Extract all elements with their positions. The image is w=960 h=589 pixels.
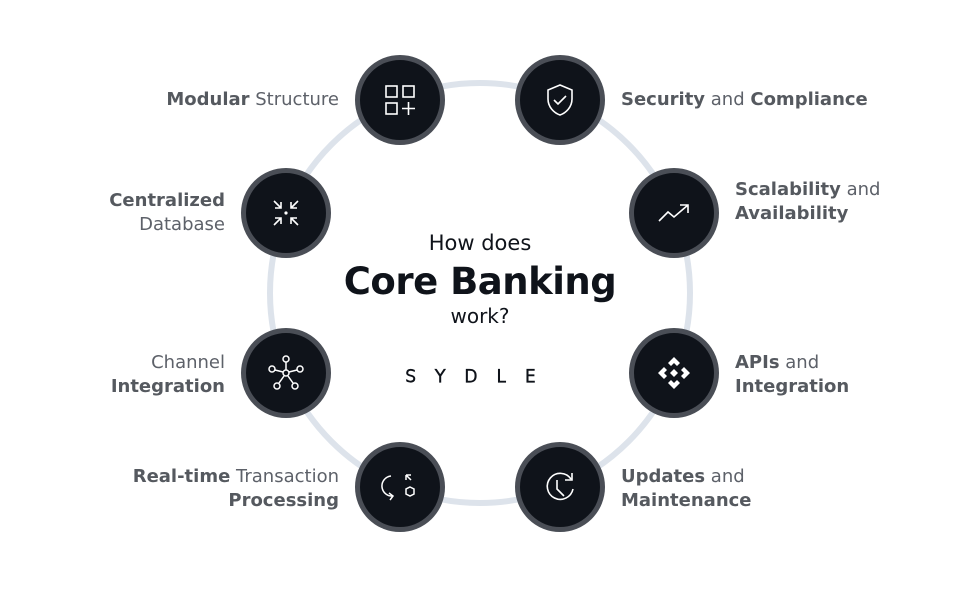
label-bold-text: Maintenance — [621, 490, 752, 511]
label-bold-text: Compliance — [750, 89, 868, 110]
label-line: Modular Structure — [166, 88, 339, 112]
title-line-3: work? — [450, 304, 510, 328]
trending-up-icon — [629, 168, 719, 258]
label-bold-text: Integration — [735, 376, 850, 397]
label-bold-text: Integration — [110, 376, 225, 397]
label-line: Channel — [111, 351, 225, 375]
label-text: and — [705, 89, 751, 110]
label-line: Integration — [735, 375, 849, 399]
label-text: Channel — [151, 352, 225, 373]
svg-text:SYDLE: SYDLE — [405, 367, 554, 386]
modular-grid-plus-icon — [355, 55, 445, 145]
label-bold-text: APIs — [735, 352, 780, 373]
label-bold-text: Availability — [735, 203, 849, 224]
label-bold-text: Modular — [166, 89, 250, 110]
label-text: Database — [139, 214, 225, 235]
label-text: and — [779, 352, 820, 373]
label-bold-text: Processing — [228, 490, 339, 511]
title-line-1: How does — [428, 231, 532, 255]
label-modular-structure: Modular Structure — [166, 88, 339, 112]
label-text: Transaction — [230, 466, 339, 487]
title-main: Core Banking — [343, 260, 617, 303]
sydle-logo: SYDLE — [405, 366, 554, 386]
label-line: Maintenance — [621, 489, 752, 513]
label-bold-text: Updates — [621, 466, 706, 487]
network-hub-icon — [241, 328, 331, 418]
api-diamond-icon — [629, 328, 719, 418]
label-line: Real-time Transaction — [133, 465, 339, 489]
label-line: Database — [109, 213, 225, 237]
label-line: Scalability and — [735, 178, 880, 202]
label-bold-text: Scalability — [735, 179, 841, 200]
refresh-gear-icon — [355, 442, 445, 532]
label-text: Structure — [249, 89, 339, 110]
label-bold-text: Security — [621, 89, 706, 110]
label-line: Security and Compliance — [621, 88, 868, 112]
label-text: and — [705, 466, 745, 487]
label-line: Updates and — [621, 465, 752, 489]
clock-refresh-icon — [515, 442, 605, 532]
label-security-compliance: Security and Compliance — [621, 88, 868, 112]
label-line: APIs and — [735, 351, 849, 375]
label-bold-text: Centralized — [109, 190, 225, 211]
label-text: and — [840, 179, 881, 200]
label-bold-text: Real-time — [132, 466, 231, 487]
label-line: Integration — [111, 375, 225, 399]
label-line: Availability — [735, 202, 880, 226]
label-line: Centralized — [109, 189, 225, 213]
shield-check-icon — [515, 55, 605, 145]
compress-arrows-icon — [241, 168, 331, 258]
label-line: Processing — [133, 489, 339, 513]
